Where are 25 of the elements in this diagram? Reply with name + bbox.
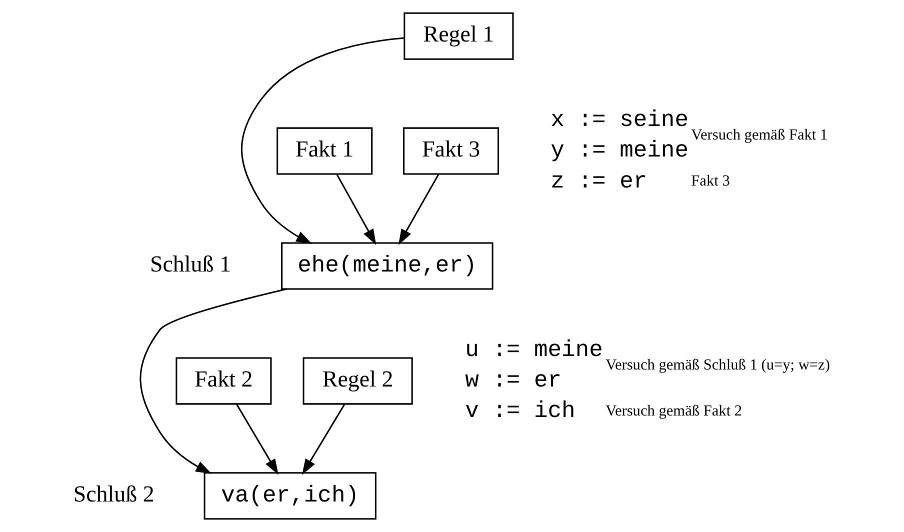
node-box: Regel 1 (404, 12, 514, 60)
label: z := er (550, 168, 648, 194)
arrow (236, 404, 278, 475)
arrow (398, 174, 440, 245)
node-box: va(er,ich) (204, 472, 376, 520)
label: Versuch gemäß Fakt 2 (606, 402, 742, 420)
node-box: Fakt 1 (276, 127, 373, 175)
arrow (140, 288, 288, 474)
label: Fakt 3 (691, 172, 730, 190)
node-label: Schluß 2 (73, 482, 154, 507)
label: u := meine (465, 336, 603, 363)
label: x := seine (550, 107, 689, 134)
label: w := er (465, 368, 562, 394)
label: v := ich (465, 398, 576, 424)
label: Versuch gemäß Fakt 1 (691, 126, 828, 144)
node-box: Regel 2 (302, 357, 413, 405)
label: y := meine (550, 138, 689, 164)
arrow (240, 37, 404, 244)
node-label: Schluß 1 (150, 252, 232, 277)
label: Versuch gemäß Schluß 1 (u=y; w=z) (606, 356, 830, 374)
node-box: Fakt 3 (403, 127, 500, 175)
arrow (302, 404, 346, 475)
node-box: ehe(meine,er) (281, 242, 494, 290)
node-box: Fakt 2 (176, 357, 272, 405)
arrow (336, 174, 376, 245)
